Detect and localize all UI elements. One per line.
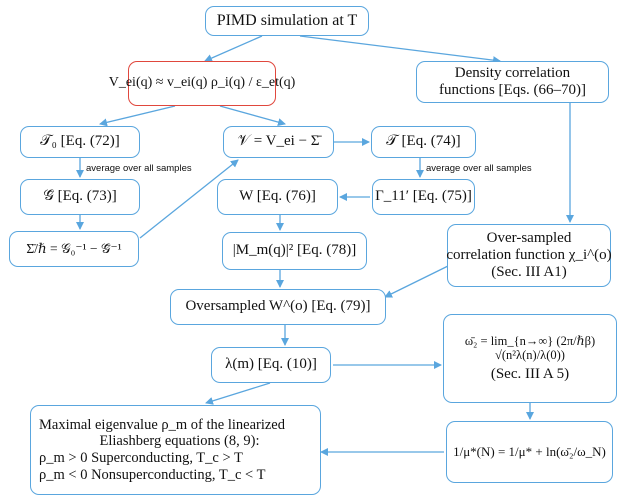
node-sigma: Σ̄/ℏ = 𝒢₀⁻¹ − 𝒢̃⁻¹ [9,231,139,267]
node-chi-line2: correlation function χ_i^(o) [446,246,612,263]
edge-label-avg1: average over all samples [86,163,192,174]
node-gamma: Γ_11′ [Eq. (75)] [372,179,475,215]
node-oversampled-chi: Over-sampled correlation function χ_i^(o… [446,224,612,287]
node-chi-line3: (Sec. III A1) [491,264,567,281]
node-omega2: ω̄₂ = lim_{n→∞} (2π/ℏβ) √(n²λ(n)/λ(0)) (… [443,314,617,403]
node-density: Density correlation functions [Eqs. (66–… [416,61,609,103]
edge-sigma-vcal [139,159,239,239]
node-gcal: 𝒢̃ [Eq. (73)] [20,179,140,215]
node-w: W [Eq. (76)] [217,179,338,215]
node-pimd-label: PIMD simulation at T [216,11,358,29]
node-density-line1: Density correlation [454,64,571,81]
node-sigma-label: Σ̄/ℏ = 𝒢₀⁻¹ − 𝒢̃⁻¹ [26,241,122,257]
node-gamma-label: Γ_11′ [Eq. (75)] [375,188,472,205]
node-w-label: W [Eq. (76)] [239,188,316,205]
node-maximal-line1: Maximal eigenvalue ρ_m of the linearized [39,416,285,433]
edge-label-avg2: average over all samples [426,163,532,174]
node-vcal-label: 𝒱 = V_ei − Σ̄ [237,133,320,150]
node-maximal-line3: ρ_m > 0 Superconducting, T_c > T [39,450,243,466]
node-mustar-label: 1/μ*(N) = 1/μ* + ln(ω̄₂/ω_N) [453,443,606,459]
edge-pimd-vei [204,35,263,62]
edge-lambda-maximal [205,382,271,405]
node-osw-label: Oversampled W^(o) [Eq. (79)] [185,298,371,315]
node-mm: |M_m(q)|² [Eq. (78)] [222,232,367,270]
node-tcal-label: 𝒯 [Eq. (74)] [386,133,461,150]
node-chi-line1: Over-sampled [486,229,572,246]
node-pimd: PIMD simulation at T [205,6,369,36]
edge-chi-osw [384,265,449,298]
node-lambda-label: λ(m) [Eq. (10)] [225,356,317,373]
node-gcal-label: 𝒢̃ [Eq. (73)] [43,188,117,205]
node-vei-label: V_ei(q) ≈ v_ei(q) ρ_i(q) / ε_et(q) [108,75,296,91]
node-t0-label: 𝒯₀ [Eq. (72)] [40,133,120,150]
node-maximal-line2: Eliashberg equations (8, 9): [99,433,260,450]
node-omega2-section: (Sec. III A 5) [490,366,570,383]
node-mm-label: |M_m(q)|² [Eq. (78)] [232,242,357,259]
node-omega2-formula: ω̄₂ = lim_{n→∞} (2π/ℏβ) √(n²λ(n)/λ(0)) [464,333,596,362]
node-mustar: 1/μ*(N) = 1/μ* + ln(ω̄₂/ω_N) [446,421,613,483]
node-t0: 𝒯₀ [Eq. (72)] [20,126,140,158]
edge-vei-t0 [99,105,176,127]
node-oversampled-w: Oversampled W^(o) [Eq. (79)] [170,289,386,325]
node-tcal: 𝒯 [Eq. (74)] [371,126,476,158]
node-vcal: 𝒱 = V_ei − Σ̄ [223,126,334,158]
edge-vei-vcal [219,105,286,126]
edge-pimd-density [299,35,501,65]
node-vei: V_ei(q) ≈ v_ei(q) ρ_i(q) / ε_et(q) [109,61,295,106]
node-maximal-line4: ρ_m < 0 Nonsuperconducting, T_c < T [39,466,266,483]
node-lambda: λ(m) [Eq. (10)] [211,347,331,383]
node-density-line2: functions [Eqs. (66–70)] [438,82,587,98]
node-maximal: Maximal eigenvalue ρ_m of the linearized… [30,405,321,495]
